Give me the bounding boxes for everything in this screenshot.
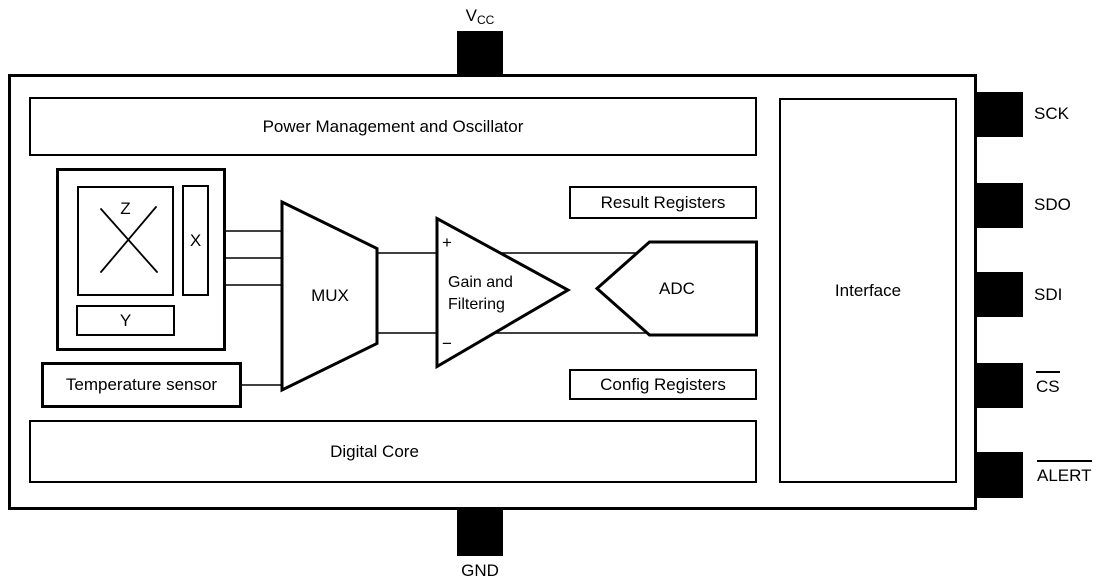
gnd-pin [457,510,503,556]
config-registers-block: Config Registers [569,369,757,400]
amplifier-label: Gain and Filtering [448,272,513,316]
power-management-block: Power Management and Oscillator [29,97,757,156]
amplifier-label-line2: Filtering [448,296,505,313]
interface-block: Interface [779,98,957,483]
sck-pin-label: SCK [1034,104,1069,123]
digital-core-block: Digital Core [29,420,757,483]
alert-pin [975,452,1023,498]
alert-overline-text: ALERT [1037,460,1092,486]
sck-pin [975,92,1023,137]
power-management-label: Power Management and Oscillator [262,116,524,136]
cs-pin-label: CS [1036,371,1060,397]
result-registers-label: Result Registers [600,192,726,212]
x-axis-sensor-block: X [182,185,209,296]
interface-label: Interface [834,280,902,300]
gnd-pin-label: GND [461,561,499,580]
vcc-label-subscript: CC [477,13,495,27]
sdi-pin [975,272,1023,317]
amplifier-minus-input-label: − [442,334,452,353]
vcc-pin [457,31,503,75]
z-axis-label: Z [120,199,131,218]
mux-label: MUX [311,286,349,305]
temperature-sensor-label: Temperature sensor [65,375,218,394]
sdo-pin-label: SDO [1034,195,1071,214]
vcc-pin-label: VCC [450,6,510,30]
sdi-pin-label: SDI [1034,285,1063,304]
amplifier-label-line1: Gain and [448,274,513,291]
temperature-sensor-block: Temperature sensor [41,362,242,408]
y-axis-label: Y [119,310,132,330]
y-axis-sensor-block: Y [76,305,175,336]
digital-core-label: Digital Core [330,441,419,461]
amplifier-plus-input-label: + [442,233,452,252]
vcc-label-main: V [465,6,477,25]
cs-pin [975,363,1023,408]
config-registers-label: Config Registers [600,374,726,394]
cs-overline-text: CS [1036,371,1060,397]
result-registers-block: Result Registers [569,186,757,219]
x-axis-label: X [189,230,202,250]
sdo-pin [975,183,1023,228]
adc-label: ADC [659,279,695,298]
alert-pin-label: ALERT [1037,460,1092,486]
